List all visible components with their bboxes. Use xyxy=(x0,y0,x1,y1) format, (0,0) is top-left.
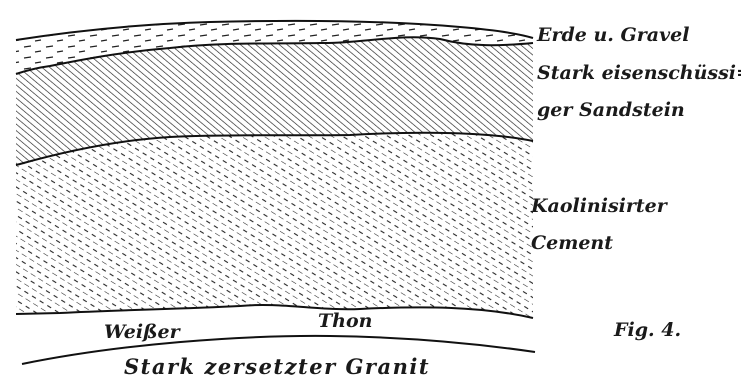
label-clay-left: Weißer xyxy=(104,321,182,343)
label-sandstone-line2: ger Sandstein xyxy=(537,99,685,121)
layer-kaolin xyxy=(16,133,533,318)
label-kaolin-line2: Cement xyxy=(531,232,613,254)
label-kaolin-line1: Kaolinisirter xyxy=(530,195,669,217)
label-granite: Stark zersetzter Granit xyxy=(124,354,430,379)
label-sandstone-line1: Stark eisenschüssi= xyxy=(537,62,741,84)
label-clay-right: Thon xyxy=(318,310,372,332)
label-soil: Erde u. Gravel xyxy=(536,24,689,46)
figure-number: Fig. 4. xyxy=(613,319,681,341)
